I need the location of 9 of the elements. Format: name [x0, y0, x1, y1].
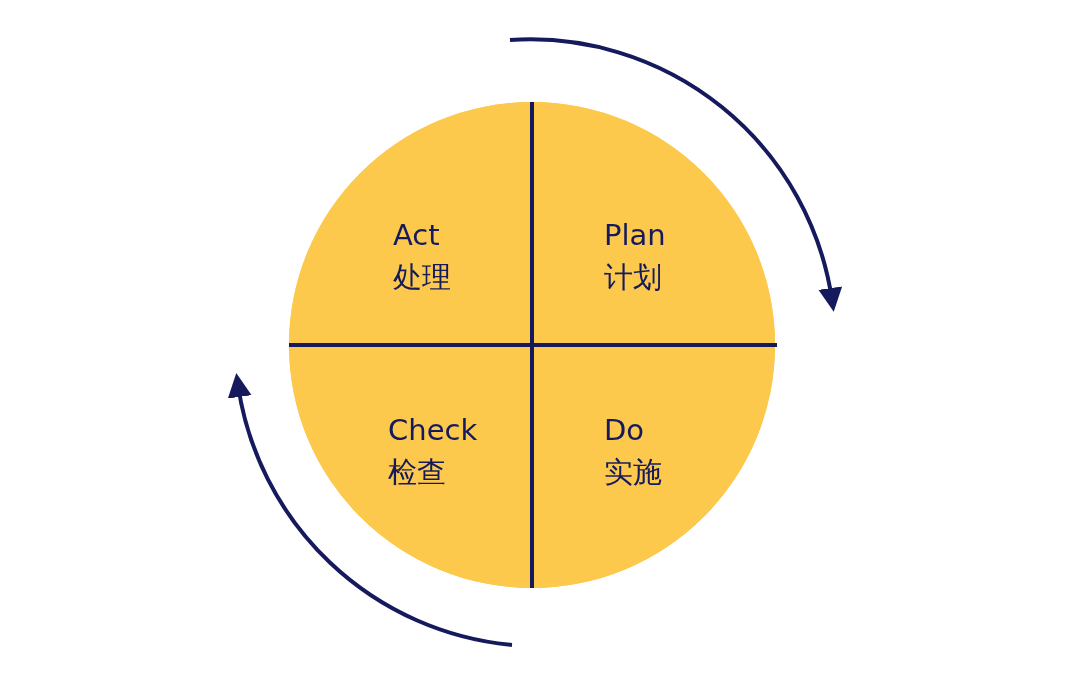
phase-label: 处理 [393, 259, 451, 296]
phase-label: 检查 [388, 454, 446, 491]
phase-label: Check [388, 412, 478, 449]
phase-label: 实施 [604, 454, 662, 491]
phase-label: 计划 [604, 259, 662, 296]
phase-label: Act [393, 217, 440, 254]
phase-label: Do [604, 412, 645, 449]
phase-label: Plan [604, 217, 666, 254]
cycle-circle [289, 102, 775, 588]
